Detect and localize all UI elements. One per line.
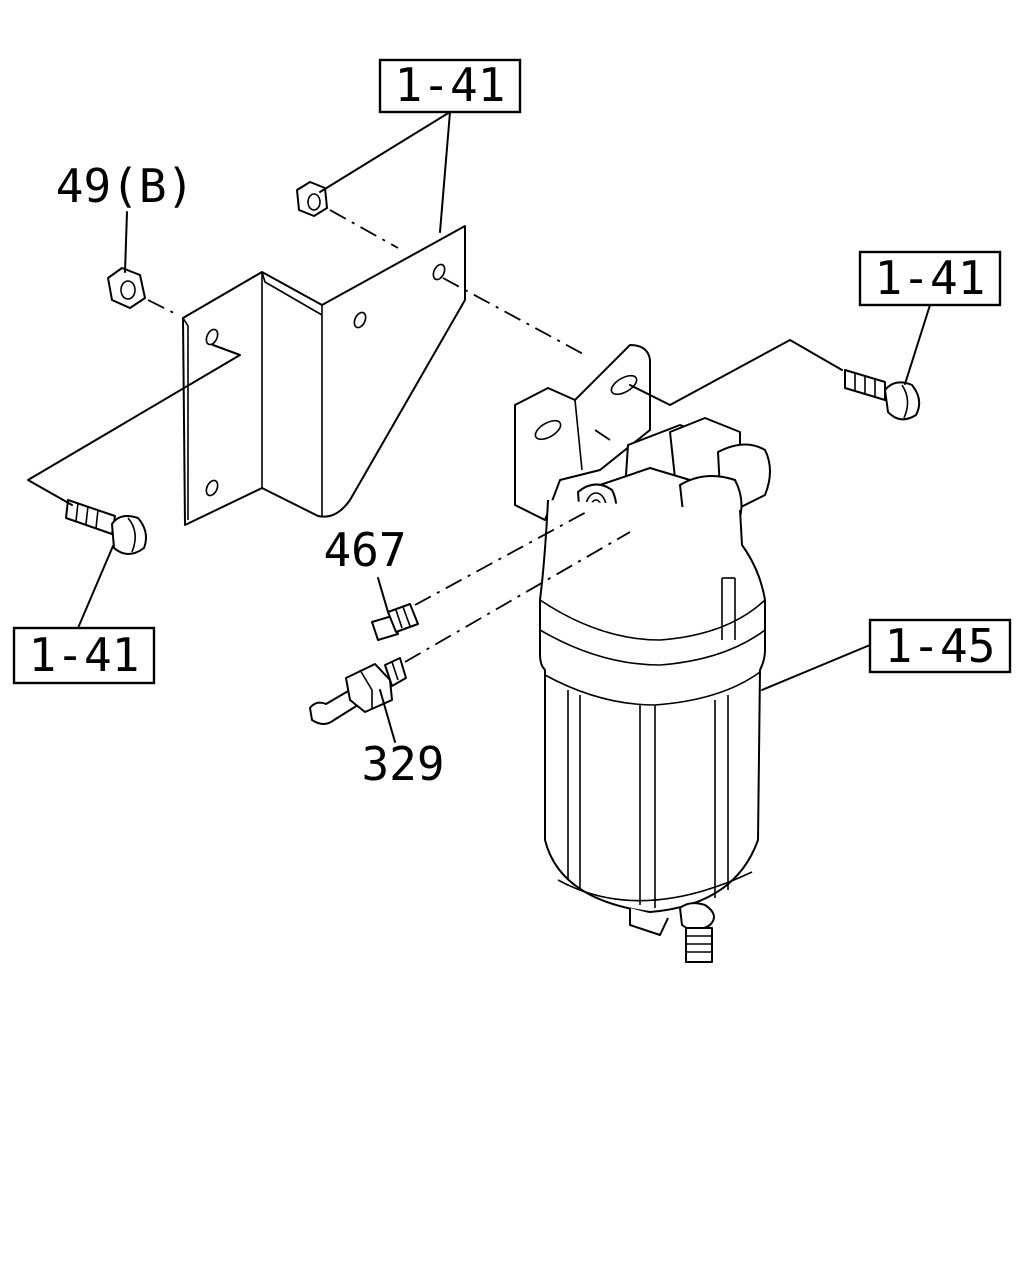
label-fitting-329[interactable]: 329: [361, 737, 444, 791]
phantom-lines: [147, 209, 631, 663]
leader-lines: [27, 111, 931, 743]
nut-49b: [107, 267, 146, 309]
bracket-nut-top: [296, 181, 328, 217]
bolt-left: [65, 499, 147, 555]
bolt-right: [844, 369, 921, 421]
mounting-bracket: [182, 225, 466, 526]
label-bolt-left-text: 1-41: [29, 628, 140, 682]
plug-467: [371, 603, 419, 641]
label-bolt-left[interactable]: 1-41: [12, 626, 156, 685]
label-plug-467[interactable]: 467: [323, 523, 406, 577]
label-bolt-right[interactable]: 1-41: [858, 250, 1002, 307]
label-bolt-right-text: 1-41: [875, 251, 986, 305]
label-filter-text: 1-45: [885, 619, 996, 673]
label-nut-49b[interactable]: 49(B): [56, 159, 194, 213]
fitting-329: [309, 657, 407, 725]
label-bracket-top-text: 1-41: [395, 58, 506, 112]
filter-bowl: [539, 499, 766, 963]
label-filter[interactable]: 1-45: [868, 618, 1012, 674]
label-bracket-top[interactable]: 1-41: [378, 58, 522, 114]
